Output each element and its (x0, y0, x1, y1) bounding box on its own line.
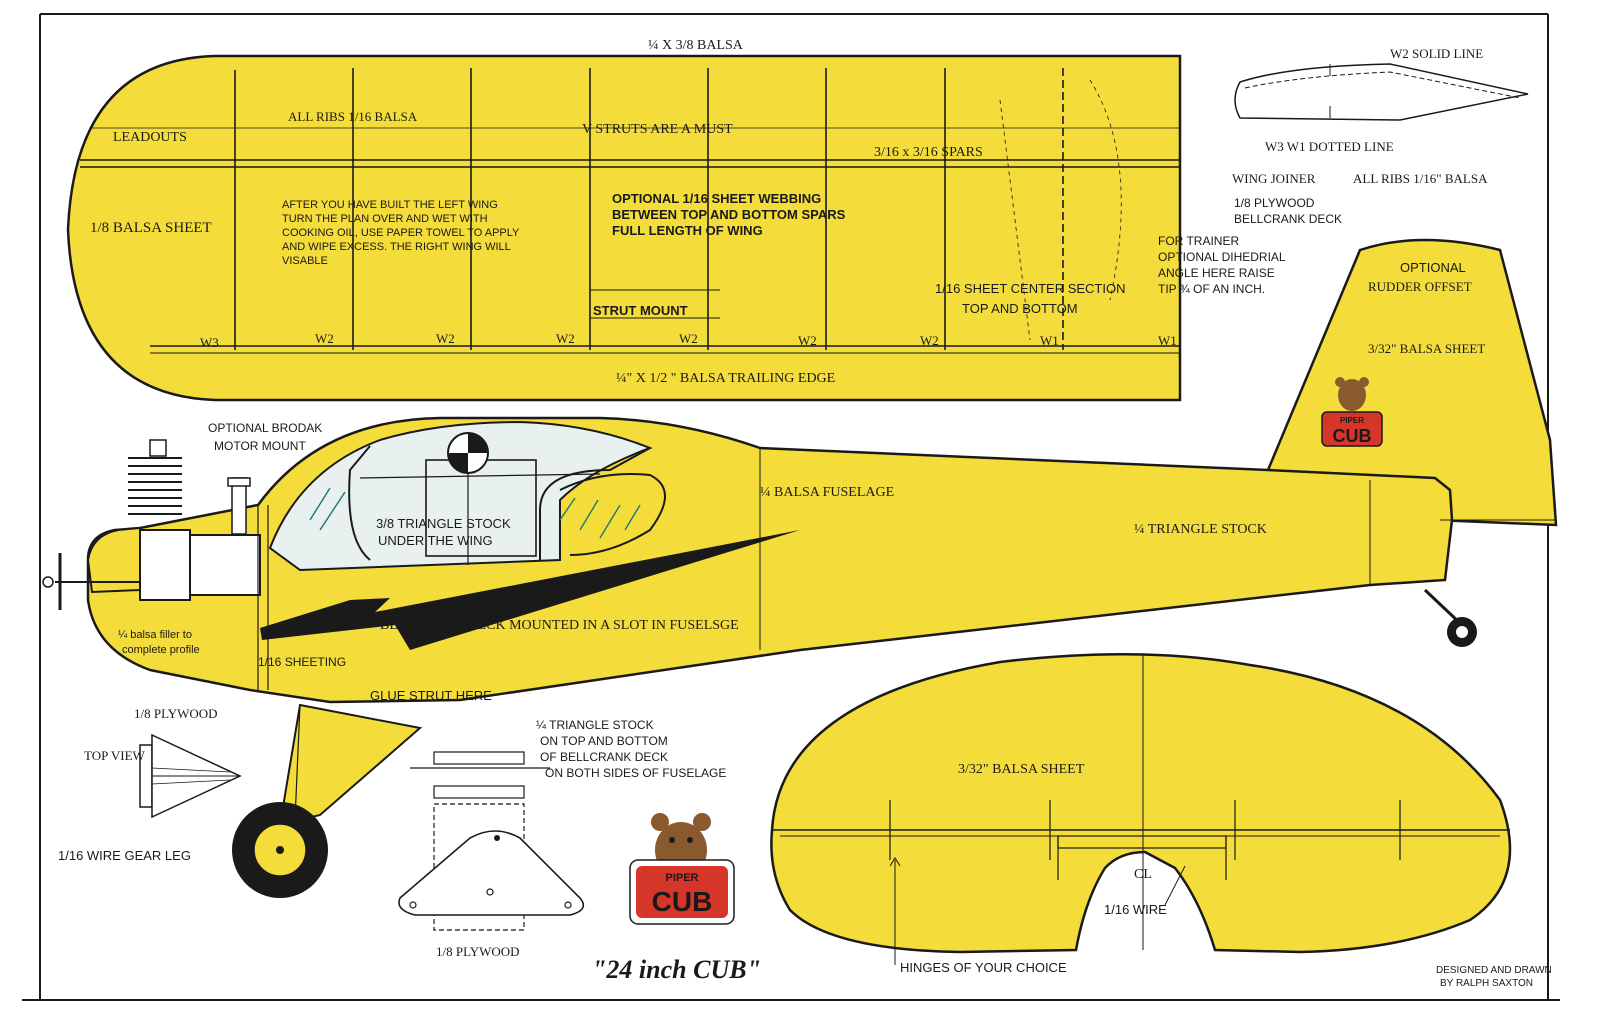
filler-note-line: ¼ balsa filler to (118, 629, 192, 641)
wing-joiner-label: WING JOINER (1232, 171, 1316, 186)
rib-label: W3 (200, 335, 219, 350)
wing-trailing-edge-label: ¼" X 1/2 " BALSA TRAILING EDGE (616, 371, 835, 386)
tail-badge-big-text: CUB (1333, 426, 1372, 446)
wing-leadouts-label: LEADOUTS (113, 130, 187, 145)
bellcrank-plywood-label: 1/8 PLYWOOD (436, 944, 520, 959)
fuselage-balsa-label: ¼ BALSA FUSELAGE (760, 485, 894, 500)
rib-label: W2 (920, 333, 939, 348)
wing-oil-note-line: AFTER YOU HAVE BUILT THE LEFT WING (282, 199, 498, 211)
trainer-note-line: ANGLE HERE RAISE (1158, 266, 1275, 280)
wing-top-spar-label: ¼ X 3/8 BALSA (648, 38, 744, 53)
rib-label: W2 (679, 331, 698, 346)
filler-note-line: complete profile (122, 644, 200, 656)
tail-balsa-sheet-label: 3/32" BALSA SHEET (1368, 341, 1485, 356)
tail-fin (1266, 238, 1558, 527)
stabilizer-outline (770, 652, 1512, 954)
quarter-triangle-label: ¼ TRIANGLE STOCK (1134, 522, 1267, 537)
rib-key-dotted-label: W3 W1 DOTTED LINE (1265, 139, 1394, 154)
engine (128, 439, 261, 601)
plywood-deck-line: BELLCRANK DECK (1234, 212, 1342, 226)
wing-webbing-line: BETWEEN TOP AND BOTTOM SPARS (612, 207, 846, 222)
tail-badge: PIPER CUB (1321, 377, 1383, 447)
trainer-note-line: TIP ¾ OF AN INCH. (1158, 282, 1265, 296)
triangle-stock-line: UNDER THE WING (378, 533, 493, 548)
rudder-note-line: RUDDER OFFSET (1368, 279, 1472, 294)
rib-label: W2 (315, 331, 334, 346)
wing-ribs-label: ALL RIBS 1/16 BALSA (288, 109, 418, 124)
wing-webbing-note: OPTIONAL 1/16 SHEET WEBBING BETWEEN TOP … (612, 191, 846, 238)
rudder-note-line: OPTIONAL (1400, 260, 1466, 275)
rib-label: W2 (798, 333, 817, 348)
rib-label: W1 (1040, 333, 1059, 348)
side-stripe (260, 530, 800, 650)
wing-oil-note: AFTER YOU HAVE BUILT THE LEFT WING TURN … (282, 199, 520, 267)
canopy-glass-marks (309, 487, 641, 539)
plan-title: "24 inch CUB" (592, 955, 761, 984)
fuselage-side-view (42, 238, 1558, 898)
logo-big-text: CUB (652, 886, 713, 917)
glue-strut-label: GLUE STRUT HERE (370, 688, 492, 703)
rib-label: W1 (1158, 333, 1177, 348)
rib-label: W2 (556, 331, 575, 346)
stab-centerline-label: CL (1134, 867, 1152, 882)
wing-oil-note-line: TURN THE PLAN OVER AND WET WITH (282, 213, 488, 225)
stab-wire-label: 1/16 WIRE (1104, 902, 1167, 917)
balance-point-symbol (447, 432, 489, 474)
wing-webbing-line: OPTIONAL 1/16 SHEET WEBBING (612, 191, 821, 206)
wing-ribs (234, 68, 1181, 350)
rib-key-solid-label: W2 SOLID LINE (1390, 46, 1483, 61)
bellcrank-note-line: ON BOTH SIDES OF FUSELAGE (545, 766, 726, 780)
wing-oil-note-line: COOKING OIL, USE PAPER TOWEL TO APPLY (282, 227, 520, 239)
wing-center-section-line: TOP AND BOTTOM (962, 301, 1078, 316)
logo-small-text: PIPER (665, 872, 698, 884)
wing-outline (66, 54, 1182, 402)
bellcrank-note-line: OF BELLCRANK DECK (540, 750, 668, 764)
stab-hinges-label: HINGES OF YOUR CHOICE (900, 960, 1067, 975)
trainer-note-line: OPTIONAL DIHEDRIAL (1158, 250, 1286, 264)
plywood-deck-line: 1/8 PLYWOOD (1234, 196, 1315, 210)
wing-balsa-sheet-label: 1/8 BALSA SHEET (90, 220, 212, 236)
gear-top-view-label: TOP VIEW (84, 748, 146, 763)
wing-rib-labels: W3 W2 W2 W2 W2 W2 W2 W1 W1 (200, 331, 1177, 350)
motor-mount-line: MOTOR MOUNT (214, 439, 306, 453)
gear-wire-leg-label: 1/16 WIRE GEAR LEG (58, 848, 191, 863)
wing-plan (66, 54, 1182, 402)
bellcrank-drawing (398, 751, 585, 931)
stabilizer-plan (770, 652, 1512, 965)
bellcrank-slot-label: BELLCRANK DECK MOUNTED IN A SLOT IN FUSE… (380, 618, 739, 633)
wing-strut-mount-label: STRUT MOUNT (593, 303, 688, 318)
bellcrank-note-line: ON TOP AND BOTTOM (540, 734, 668, 748)
wing-center-section-line: 1/16 SHEET CENTER SECTION (935, 281, 1125, 296)
triangle-stock-line: 3/8 TRIANGLE STOCK (376, 516, 511, 531)
gear-plywood-label: 1/8 PLYWOOD (134, 706, 218, 721)
main-wheel (232, 802, 328, 898)
stab-balsa-sheet-label: 3/32" BALSA SHEET (958, 762, 1085, 777)
sheeting-label: 1/16 SHEETING (258, 655, 346, 669)
tail-badge-small-text: PIPER (1340, 416, 1364, 425)
all-ribs-note: ALL RIBS 1/16" BALSA (1353, 171, 1488, 186)
wing-webbing-line: FULL LENGTH OF WING (612, 223, 763, 238)
rib-label: W2 (436, 331, 455, 346)
propeller (42, 553, 140, 610)
bellcrank-note-line: ¼ TRIANGLE STOCK (536, 718, 654, 732)
trainer-note-line: FOR TRAINER (1158, 234, 1239, 248)
wing-oil-note-line: AND WIPE EXCESS. THE RIGHT WING WILL (282, 241, 511, 253)
credit-line: DESIGNED AND DRAWN (1436, 965, 1552, 976)
motor-mount-line: OPTIONAL BRODAK (208, 421, 322, 435)
rib-key-drawing (1234, 63, 1529, 121)
piper-cub-logo: PIPER CUB (629, 813, 735, 925)
wing-spars-label: 3/16 x 3/16 SPARS (874, 145, 983, 160)
wing-oil-note-line: VISABLE (282, 255, 328, 267)
wing-v-struts-label: V STRUTS ARE A MUST (582, 122, 733, 137)
credit-line: BY RALPH SAXTON (1440, 978, 1533, 989)
gear-top-view (139, 733, 242, 819)
